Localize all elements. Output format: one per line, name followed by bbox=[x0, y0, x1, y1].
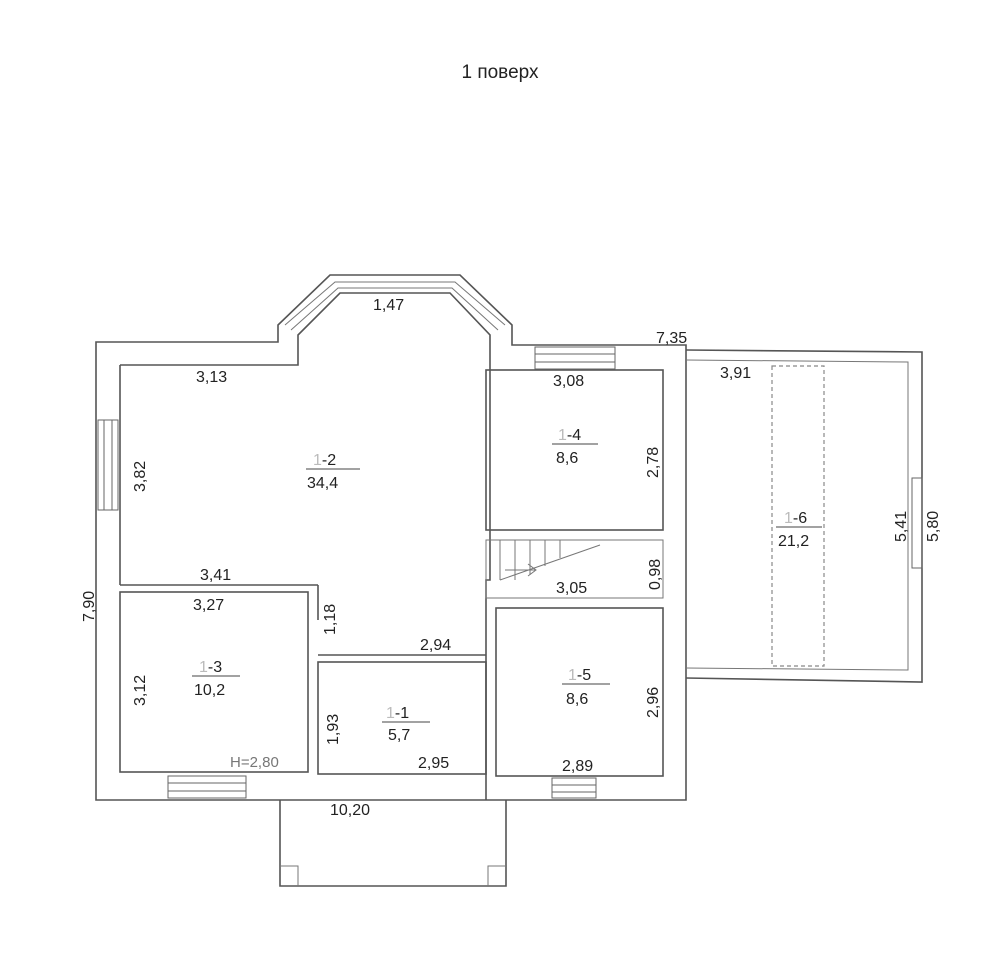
room-label-3: 1-3 10,2 bbox=[192, 659, 240, 699]
dim-overall-bottom: 10,20 bbox=[330, 802, 370, 819]
outer-wall-outline bbox=[95, 274, 687, 801]
dim-r1-left: 1,93 bbox=[325, 714, 342, 745]
bay-window-line bbox=[284, 281, 506, 326]
pit-outline bbox=[771, 365, 825, 667]
dim-r2-left: 3,82 bbox=[132, 461, 149, 492]
dim-r4-right: 2,78 bbox=[645, 447, 662, 478]
svg-text:8,6: 8,6 bbox=[556, 450, 578, 467]
svg-text:1-1: 1-1 bbox=[386, 705, 409, 722]
svg-text:8,6: 8,6 bbox=[566, 691, 588, 708]
svg-text:10,2: 10,2 bbox=[194, 682, 225, 699]
dim-r3-top: 3,27 bbox=[193, 597, 224, 614]
dim-corridor: 2,94 bbox=[420, 637, 451, 654]
svg-text:1-5: 1-5 bbox=[568, 667, 591, 684]
dim-annex-inner: 3,91 bbox=[720, 365, 751, 382]
inner-wall-outline bbox=[120, 292, 491, 800]
dim-bay-top: 1,47 bbox=[373, 297, 404, 314]
svg-text:34,4: 34,4 bbox=[307, 475, 338, 492]
room-label-2: 1-2 34,4 bbox=[306, 452, 360, 492]
room-label-5: 1-5 8,6 bbox=[562, 667, 610, 708]
dim-door-gap: 1,18 bbox=[322, 604, 339, 635]
ceiling-height: H=2,80 bbox=[230, 754, 279, 771]
svg-text:1-2: 1-2 bbox=[313, 452, 336, 469]
windows bbox=[97, 346, 923, 799]
plan-title: 1 поверх bbox=[461, 62, 539, 83]
dim-annex-right-outer: 5,80 bbox=[925, 511, 942, 542]
stair-arrow-icon bbox=[505, 563, 537, 577]
dim-r4-top: 3,08 bbox=[553, 373, 584, 390]
dim-annex-right-inner: 5,41 bbox=[893, 511, 910, 542]
porch-outline bbox=[279, 800, 507, 887]
room-label-4: 1-4 8,6 bbox=[552, 427, 598, 467]
dim-r2-bottom: 3,41 bbox=[200, 567, 231, 584]
stair-outline bbox=[485, 539, 664, 599]
dim-r2-top: 3,13 bbox=[196, 369, 227, 386]
svg-text:21,2: 21,2 bbox=[778, 533, 809, 550]
room-5-outline bbox=[495, 607, 664, 777]
svg-text:1-3: 1-3 bbox=[199, 659, 222, 676]
room-label-1: 1-1 5,7 bbox=[382, 705, 430, 744]
dim-annex-total: 7,35 bbox=[656, 330, 687, 347]
bay-window-line-inner bbox=[290, 287, 499, 331]
room-1-outline bbox=[317, 661, 487, 775]
dim-overall-left: 7,90 bbox=[81, 591, 98, 622]
room-label-6: 1-6 21,2 bbox=[776, 510, 822, 550]
dim-r5-bottom: 2,89 bbox=[562, 758, 593, 775]
dim-r3-left: 3,12 bbox=[132, 675, 149, 706]
annex-inner-wall bbox=[685, 359, 909, 671]
stair-steps bbox=[499, 540, 601, 581]
dim-r1-bottom: 2,95 bbox=[418, 755, 449, 772]
svg-text:1-4: 1-4 bbox=[558, 427, 581, 444]
svg-text:1-6: 1-6 bbox=[784, 510, 807, 527]
room-4-outline bbox=[485, 369, 664, 531]
dim-stair-height: 0,98 bbox=[647, 559, 664, 590]
porch-posts bbox=[280, 865, 506, 886]
svg-text:5,7: 5,7 bbox=[388, 727, 410, 744]
dim-stair-width: 3,05 bbox=[556, 580, 587, 597]
dim-r5-right: 2,96 bbox=[645, 687, 662, 718]
room-3-outline bbox=[119, 591, 309, 773]
